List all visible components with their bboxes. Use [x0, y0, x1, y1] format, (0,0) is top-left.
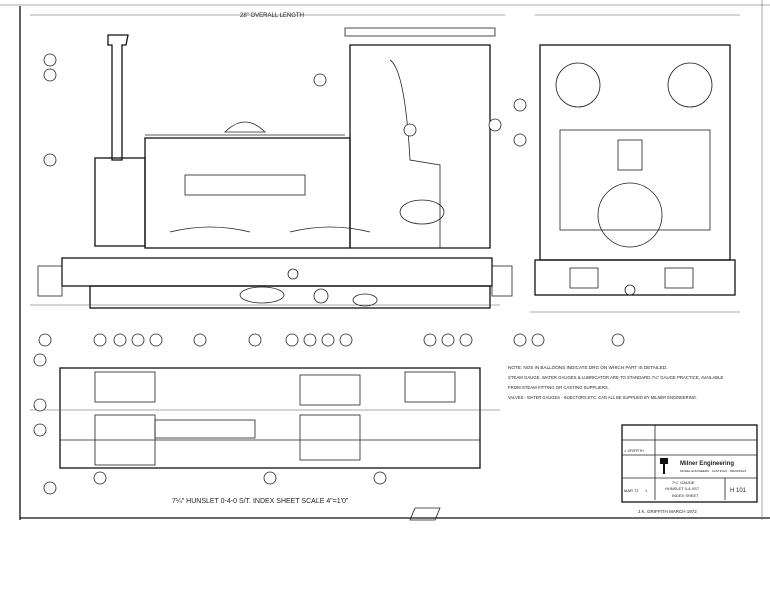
side-elevation	[30, 27, 513, 309]
note-line: VALVES - WATER GAUGES - INJECTORS ETC. C…	[508, 395, 697, 400]
signature: J.K. GRIFFITH MARCH 1972	[638, 509, 697, 514]
sheet-title: INDEX SHEET	[672, 493, 699, 498]
drawing-caption: 7¼" HUNSLET 0-4-0 S/T. INDEX SHEET SCALE…	[172, 498, 349, 505]
front-view	[530, 44, 740, 313]
drawing-title: HUNSLET 0-4-0ST	[665, 486, 700, 491]
drawn-by: J. GRIFFITH	[624, 449, 644, 453]
note-line: FROM STEAM FITTING OR CASTING SUPPLIERS.	[508, 385, 609, 390]
date: MAR 72	[624, 488, 639, 493]
company-name: Milner Engineering	[680, 461, 734, 467]
north-box	[409, 507, 441, 521]
overall-length-label: 28" OVERALL LENGTH	[240, 13, 304, 19]
title-block: J. GRIFFITH Milner Engineering MODEL ENG…	[621, 424, 758, 503]
overall-length-dimension: 28" OVERALL LENGTH	[30, 13, 740, 19]
drawing-number: H 101	[730, 488, 747, 494]
plan-view	[30, 367, 500, 469]
note-line: STEAM GAUGE, WATER GAUGES & LUBRICATOR A…	[508, 375, 724, 380]
drawing-notes: NOTE: NOS IN BALLOONS INDICATE DRG ON WH…	[508, 365, 724, 400]
sheet-number: 1	[645, 488, 648, 493]
sheet-border	[0, 0, 770, 520]
company-detail: MODEL ENGINEERS · CASTINGS · DRAWINGS	[680, 469, 746, 473]
gauge: 7¼" GAUGE	[672, 480, 695, 485]
note-line: NOTE: NOS IN BALLOONS INDICATE DRG ON WH…	[508, 365, 667, 370]
company-logo-icon	[660, 458, 668, 474]
part-reference-balloons	[33, 53, 625, 495]
